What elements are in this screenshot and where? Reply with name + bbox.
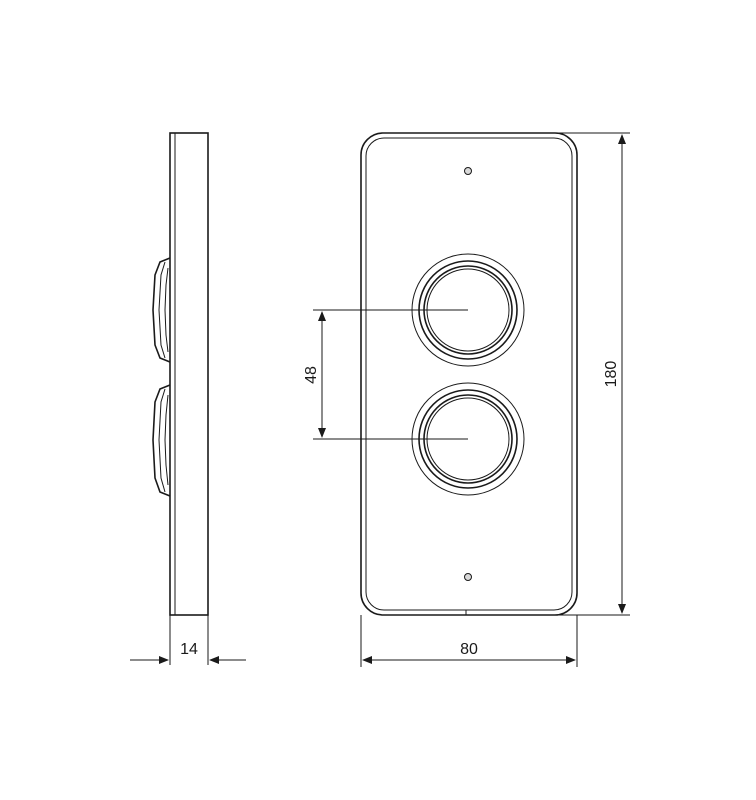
depth-dimension: 14 bbox=[130, 615, 246, 665]
button-spacing-label: 48 bbox=[303, 366, 320, 384]
side-view-upper-button bbox=[152, 257, 171, 363]
front-view: 48 80 180 bbox=[303, 132, 630, 667]
side-view-plate bbox=[169, 132, 209, 616]
width-label: 80 bbox=[460, 641, 478, 658]
depth-label: 14 bbox=[180, 641, 198, 658]
width-dimension: 80 bbox=[360, 615, 578, 667]
height-dimension: 180 bbox=[555, 132, 630, 616]
height-label: 180 bbox=[603, 361, 620, 388]
side-view: 14 bbox=[130, 132, 246, 665]
bottom-screw-hole bbox=[464, 573, 472, 581]
front-view-plate bbox=[360, 132, 578, 616]
button-spacing-dimension: 48 bbox=[303, 309, 468, 440]
side-view-lower-button bbox=[152, 384, 171, 497]
top-screw-hole bbox=[464, 167, 472, 175]
